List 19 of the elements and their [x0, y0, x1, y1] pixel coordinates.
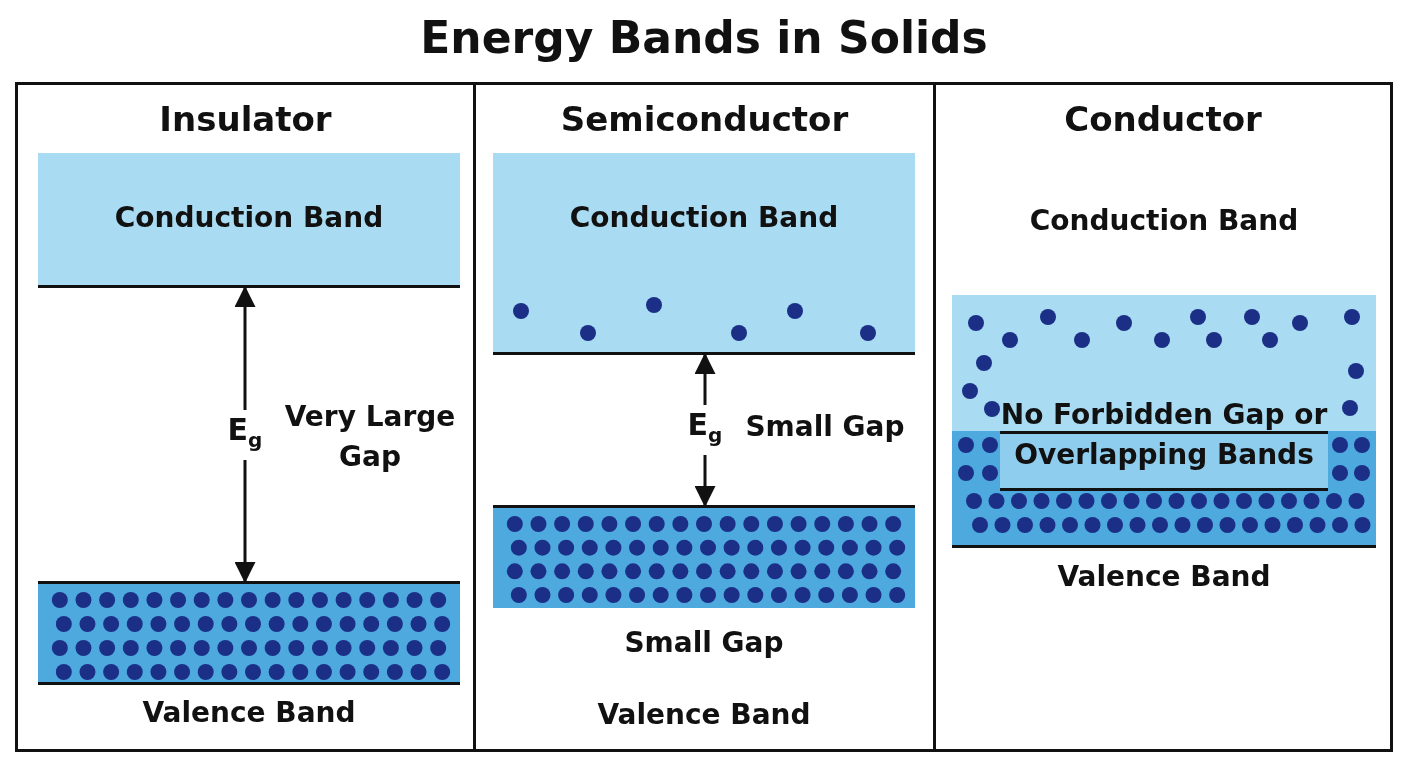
band-label: Valence Band [1056, 559, 1272, 595]
gap-label: Very Large Gap [283, 399, 457, 475]
panel-heading: Semiconductor [559, 99, 850, 139]
panel [933, 82, 1393, 752]
diagram-title: Energy Bands in Solids [419, 12, 989, 63]
gap-note: Small Gap [623, 625, 785, 661]
band-label: Conduction Band [113, 200, 385, 236]
band-label: Conduction Band [568, 200, 840, 236]
panel-heading: Insulator [158, 99, 333, 139]
gap-label: Small Gap [744, 409, 906, 445]
conduction-band [38, 153, 460, 288]
panel-heading: Conductor [1063, 99, 1263, 139]
band-note: No Forbidden Gap or Overlapping Bands [999, 397, 1329, 473]
panel [15, 82, 476, 752]
panel [473, 82, 936, 752]
conduction-band [493, 153, 915, 355]
band-label: Conduction Band [1028, 203, 1300, 239]
band-label: Valence Band [141, 695, 357, 731]
band-label: Valence Band [596, 697, 812, 733]
